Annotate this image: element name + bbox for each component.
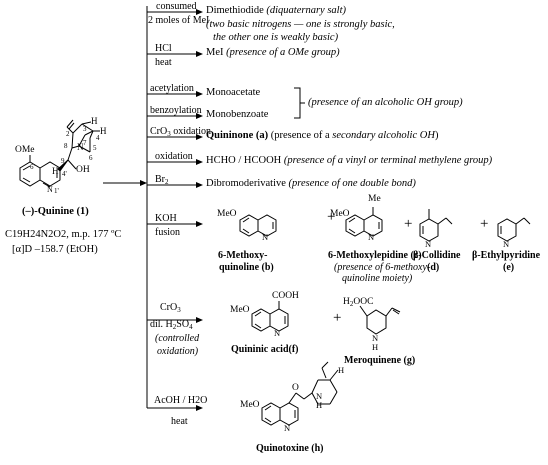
quinine-structure xyxy=(19,119,100,188)
meo-label-f: MeO xyxy=(230,305,250,315)
reagent-koh: KOH xyxy=(155,213,177,224)
me-label-c: Me xyxy=(368,194,381,204)
product-monobenzoate: Monobenzoate xyxy=(206,109,269,120)
product-e-name-1: β-Ethylpyridine xyxy=(472,250,541,261)
quinine-c8-label: 8 xyxy=(64,142,68,150)
quinine-ome-label: OMe xyxy=(15,145,35,155)
quinine-c5-label: 5 xyxy=(93,144,97,152)
product-quininone: Quininone (a) (presence of a secondary a… xyxy=(206,130,439,141)
o-label-h: O xyxy=(292,383,299,393)
plus-1: + xyxy=(327,209,336,225)
h-label-h: H xyxy=(316,400,323,410)
meroquinene-structure xyxy=(359,305,401,335)
n-label-h1: N xyxy=(284,423,291,433)
product-dibromo: Dibromoderivative (presence of one doubl… xyxy=(206,178,416,189)
reagent-heat: heat xyxy=(155,57,172,68)
n-label-e: N xyxy=(503,239,510,249)
reagent-cro3-oxidation: CrO3 oxidation xyxy=(150,126,212,138)
reagent-cro3: CrO3 xyxy=(160,302,181,314)
reagent-mei: 2 moles of MeI xyxy=(148,15,210,26)
product-h-name: Quinotoxine (h) xyxy=(256,443,324,454)
quinine-name: (–)-Quinine (1) xyxy=(22,206,89,217)
reagent-acoh: AcOH / H2O xyxy=(154,395,208,406)
quininic-acid-structure xyxy=(251,301,289,332)
ethylpyridine-structure xyxy=(497,217,531,242)
n-label-d: N xyxy=(425,239,432,249)
reagent-acetylation: acetylation xyxy=(150,83,194,94)
meo-label-b: MeO xyxy=(217,209,237,219)
h2oocc-label-g: H2OOC xyxy=(343,297,374,308)
reagent-oxidation-2: oxidation) xyxy=(157,346,199,357)
quinine-h9-label: H xyxy=(52,166,59,176)
collidine-structure xyxy=(419,209,453,242)
reagent-oxidation: oxidation xyxy=(155,151,193,162)
plus-4: + xyxy=(333,310,342,326)
reagent-consumed: consumed xyxy=(156,1,197,12)
product-c-name-3: quinoline moiety) xyxy=(342,273,413,284)
cooh-label-f: COOH xyxy=(272,291,299,301)
reagent-fusion: fusion xyxy=(155,227,180,238)
reagent-heat-2: heat xyxy=(171,416,188,427)
product-e-name-2: (e) xyxy=(503,262,515,273)
product-hcho: HCHO / HCOOH (presence of a vinyl or ter… xyxy=(206,155,493,166)
h-label-g: H xyxy=(372,342,379,352)
h-label-h2: H xyxy=(338,365,345,375)
quinine-c7-label: 7 xyxy=(83,139,87,147)
quinine-c1p-label: 1' xyxy=(54,187,59,195)
reaction-arrows xyxy=(147,9,203,411)
quinine-h3-label: H xyxy=(91,116,98,126)
quinine-formula: C19H24N2O2, m.p. 177 ºC xyxy=(5,229,122,240)
quinine-rotation: [α]D –158.7 (EtOH) xyxy=(12,244,98,255)
n-label-g: N xyxy=(372,333,379,343)
reagent-hcl: HCl xyxy=(155,43,172,54)
quinine-c6-label: 6 xyxy=(89,154,93,162)
quinine-n-label: N xyxy=(47,185,53,194)
n-label-h2: N xyxy=(316,391,323,401)
note-alcoholic-oh: (presence of an alcoholic OH group) xyxy=(308,97,463,108)
quinine-c2-label: 2 xyxy=(66,130,70,138)
methoxylepidine-structure xyxy=(345,207,383,237)
product-dimethiodide: Dimethiodide (diquaternary salt) xyxy=(206,5,346,16)
quinine-c4p-label: 4' xyxy=(62,170,67,178)
note-basic-nitrogens-2: the other one is weakly basic) xyxy=(213,32,339,43)
note-basic-nitrogens: (two basic nitrogens — one is strongly b… xyxy=(206,19,395,30)
plus-3: + xyxy=(480,216,489,232)
product-mei: MeI (presence of a OMe group) xyxy=(206,47,340,58)
meo-label-h: MeO xyxy=(240,400,260,410)
quinine-c6p-label: 6' xyxy=(30,163,35,171)
product-g-name: Meroquinene (g) xyxy=(344,355,416,366)
quinine-h4-label: H xyxy=(100,126,107,136)
meo-label-c2: MeO xyxy=(330,209,350,219)
product-d-name-1: β-Collidine xyxy=(413,250,461,261)
product-c-name-1: 6-Methoxylepidine (c) xyxy=(328,250,422,261)
reagent-controlled: (controlled xyxy=(155,333,200,344)
quinine-oh-label: OH xyxy=(76,165,90,175)
product-d-name-2: (d) xyxy=(427,262,440,273)
product-monoacetate: Monoacetate xyxy=(206,87,261,98)
n-label-c: N xyxy=(368,232,375,242)
quinine-c3-label: 3 xyxy=(83,125,87,133)
n-label-f: N xyxy=(274,328,281,338)
main-arrowhead xyxy=(140,180,147,186)
quinine-c9-label: 9 xyxy=(61,157,65,165)
quinine-c4-label: 4 xyxy=(96,134,100,142)
product-b-name-2: quinoline (b) xyxy=(219,262,274,273)
quinine-n1-label: N xyxy=(77,142,84,152)
reagent-br2: Br2 xyxy=(155,174,169,186)
reagent-benzoylation: benzoylation xyxy=(150,105,202,116)
methoxyquinoline-structure xyxy=(239,214,277,237)
n-label-b: N xyxy=(262,232,269,242)
product-f-name: Quininic acid(f) xyxy=(231,344,299,355)
reagent-h2so4: dil. H2SO4 xyxy=(150,319,193,331)
product-c-name-2: (presence of 6-methoxy- xyxy=(334,262,431,273)
plus-2: + xyxy=(404,216,413,232)
bracket xyxy=(294,87,301,119)
product-b-name-1: 6-Methoxy- xyxy=(218,250,268,261)
quinotoxine-structure xyxy=(261,361,339,426)
